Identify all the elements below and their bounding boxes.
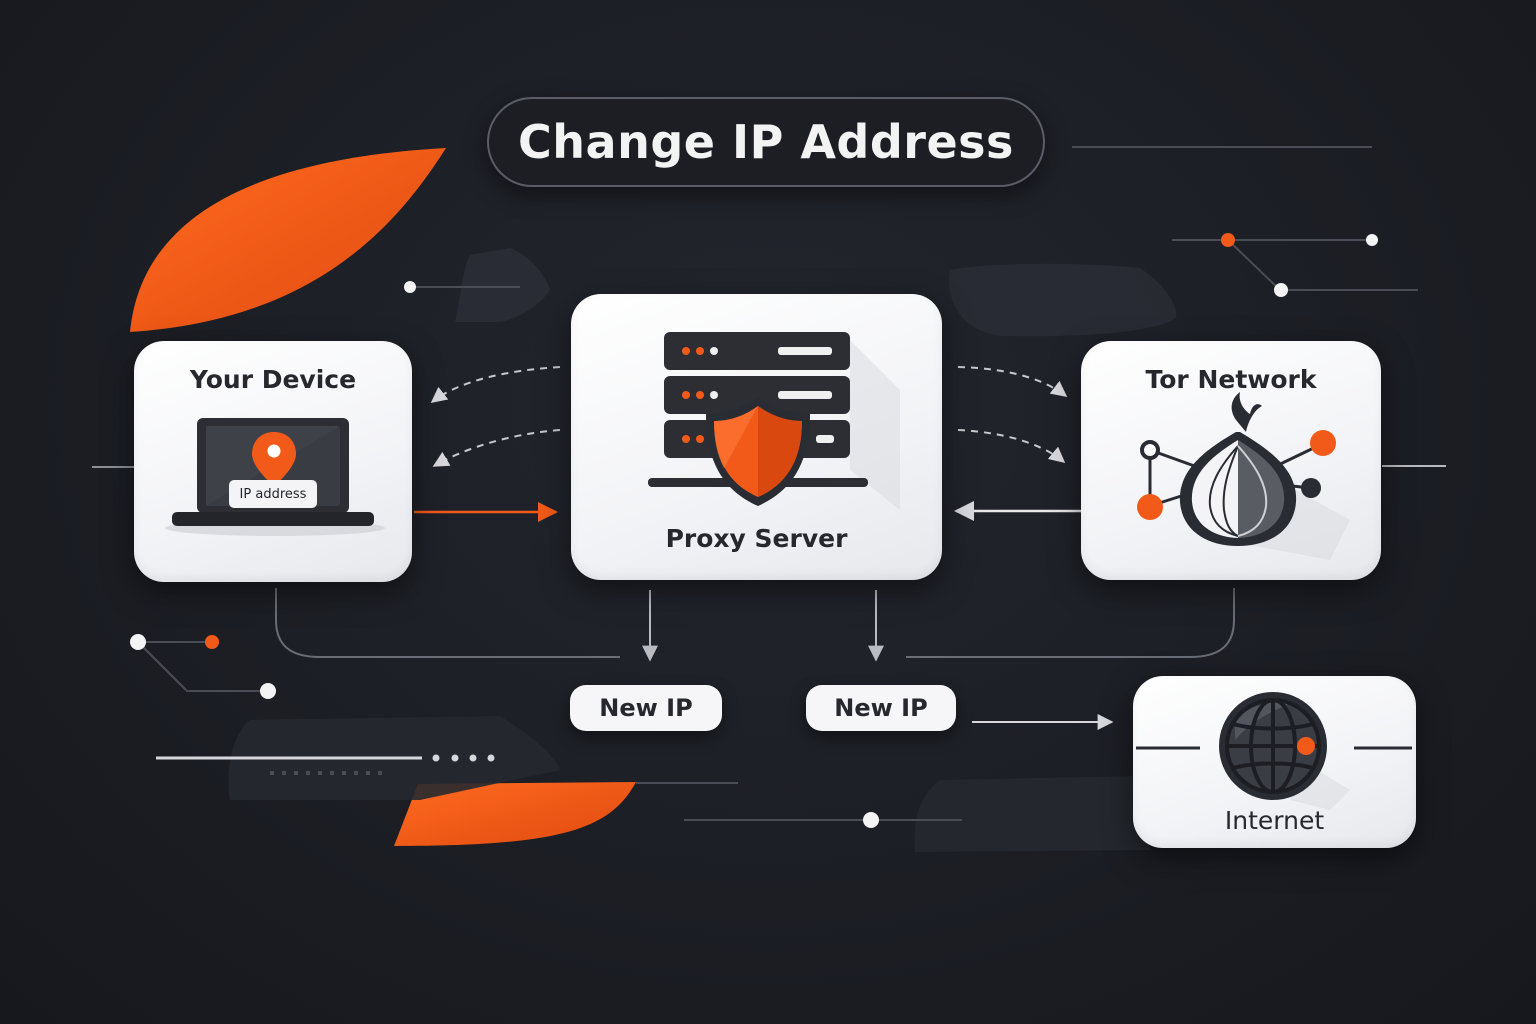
return-arrow-connector (430, 366, 561, 403)
dark-blob-shape (455, 248, 550, 322)
new-ip-text: New IP (599, 694, 693, 722)
ip-address-tag-text: IP address (239, 486, 307, 502)
dark-blob-shape (949, 263, 1177, 337)
diagram-title: Change IP Address (518, 115, 1014, 169)
node-label: Tor Network (1145, 365, 1317, 394)
new-ip-label-right: New IP (806, 685, 956, 731)
node-label: Internet (1224, 806, 1325, 835)
onion-icon (1179, 392, 1297, 546)
orange-leaf-shape (130, 148, 446, 332)
orange-band-shape (394, 782, 636, 846)
proxy-to-tor-connector (957, 366, 1068, 397)
ip-address-tag: IP address (229, 480, 317, 508)
new-ip-text: New IP (834, 694, 928, 722)
shield-icon (706, 397, 810, 506)
title-pill: Change IP Address (487, 97, 1045, 187)
tor-bottom-connector (906, 588, 1235, 658)
proxy-to-tor-connector (957, 429, 1066, 464)
new-ip-label-left: New IP (570, 685, 722, 731)
node-label: Your Device (189, 365, 357, 394)
device-bottom-connector (275, 588, 620, 658)
return-arrow-connector (432, 429, 561, 467)
dark-blob-shape (914, 776, 1150, 852)
location-pin-icon (252, 432, 296, 486)
node-label: Proxy Server (665, 524, 848, 553)
